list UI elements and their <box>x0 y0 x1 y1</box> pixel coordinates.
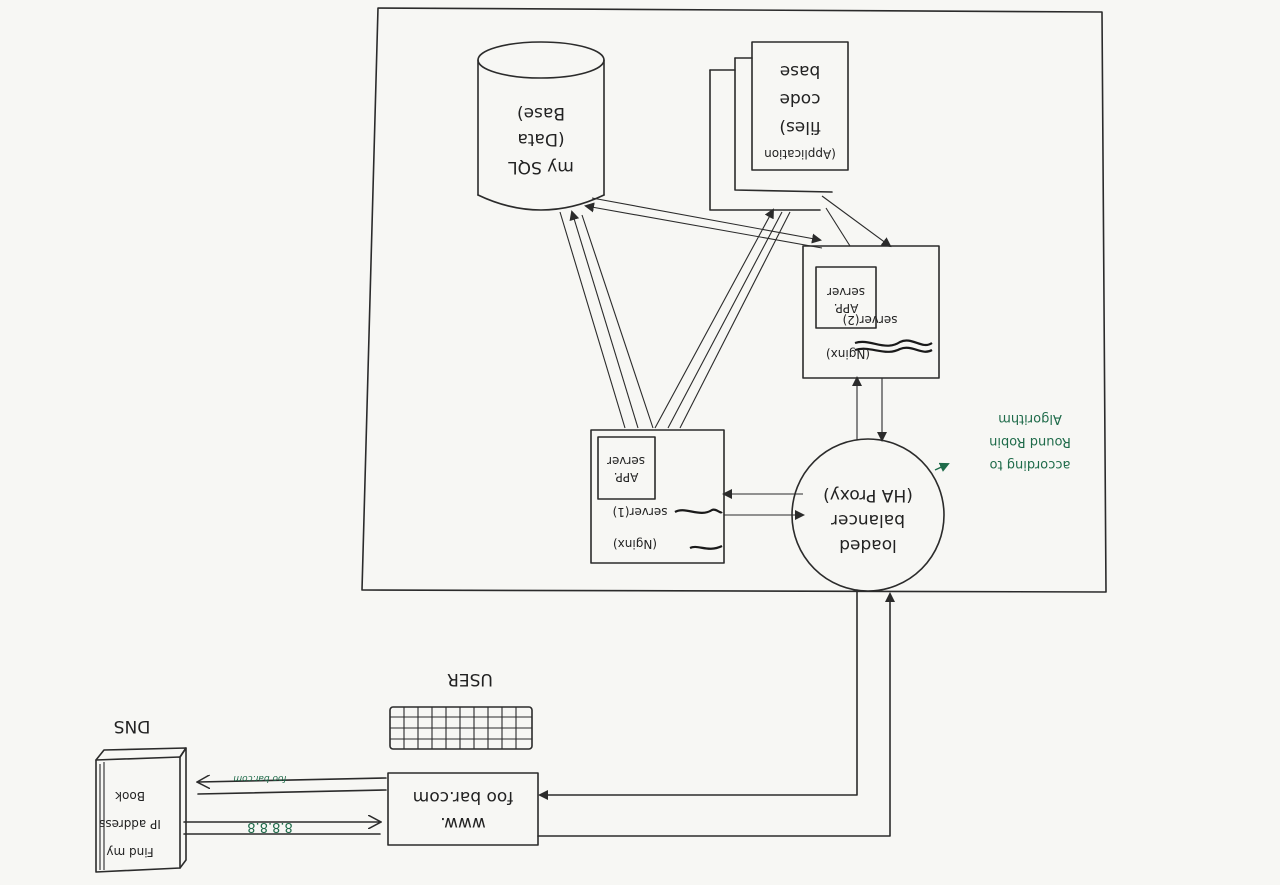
domain-box: www. foo bar.com <box>387 772 539 846</box>
rr-line1: according to <box>990 457 1071 472</box>
domain-line2: foo bar.com <box>413 787 514 807</box>
domain-lb-connection <box>537 589 895 837</box>
user-keyboard: USER <box>389 669 533 750</box>
server1-title: server(1) <box>613 505 668 519</box>
code-label-line2: files) <box>779 117 820 137</box>
server2-scribble <box>854 339 933 353</box>
ip-address-label: 8.8.8.8 <box>247 819 292 834</box>
code-label-line1: (Application <box>764 147 836 161</box>
server-2: APP. server (Nginx) server(2) <box>802 245 940 379</box>
lb-label-line2: balancer <box>831 510 905 530</box>
server2-nginx: (Nginx) <box>826 347 870 361</box>
dns-book-line1: Find my <box>106 845 153 859</box>
codebase-files: (Application files) code base <box>709 41 849 211</box>
db-label-line1: my SQL <box>508 157 574 177</box>
round-robin-note: according to Round Robin Algorithm <box>934 411 1071 472</box>
server2-app-line2: server <box>827 285 865 299</box>
server1-app-line2: server <box>607 454 645 468</box>
dns-book-line3: Book <box>115 789 145 803</box>
load-balancer: loaded balancer (HA Proxy) <box>791 438 945 592</box>
server2-app-line1: APP. <box>834 301 859 315</box>
server1-nginx: (Nginx) <box>613 537 657 551</box>
server-1: APP. server (Nginx) server(1) <box>590 429 725 564</box>
server1-app-line1: APP. <box>614 470 639 484</box>
db-label-line3: Base) <box>517 103 565 123</box>
infrastructure-frame <box>361 7 1107 593</box>
dns-domain-arrows: foo bar.com 8.8.8.8 <box>183 773 387 835</box>
dns-label: DNS <box>114 716 151 736</box>
code-label-line4: base <box>780 61 821 81</box>
dns-book: Find my IP address Book DNS <box>95 716 187 873</box>
code-label-line3: code <box>780 89 821 109</box>
rr-line2: Round Robin <box>989 434 1071 449</box>
domain-line1: www. <box>440 813 486 833</box>
lb-label-line3: (HA Proxy) <box>823 485 913 505</box>
connection-arrows <box>559 195 892 520</box>
rr-line3: Algorithm <box>998 411 1062 426</box>
dns-query-label: foo bar.com <box>233 773 286 783</box>
db-label-line2: (Data <box>517 129 564 149</box>
dns-book-line2: IP address <box>99 817 161 831</box>
user-label: USER <box>447 669 493 689</box>
server1-scribble <box>674 508 723 550</box>
lb-label-line1: loaded <box>839 535 897 555</box>
server2-title: server(2) <box>843 313 898 327</box>
mysql-database: my SQL (Data Base) <box>477 41 605 211</box>
